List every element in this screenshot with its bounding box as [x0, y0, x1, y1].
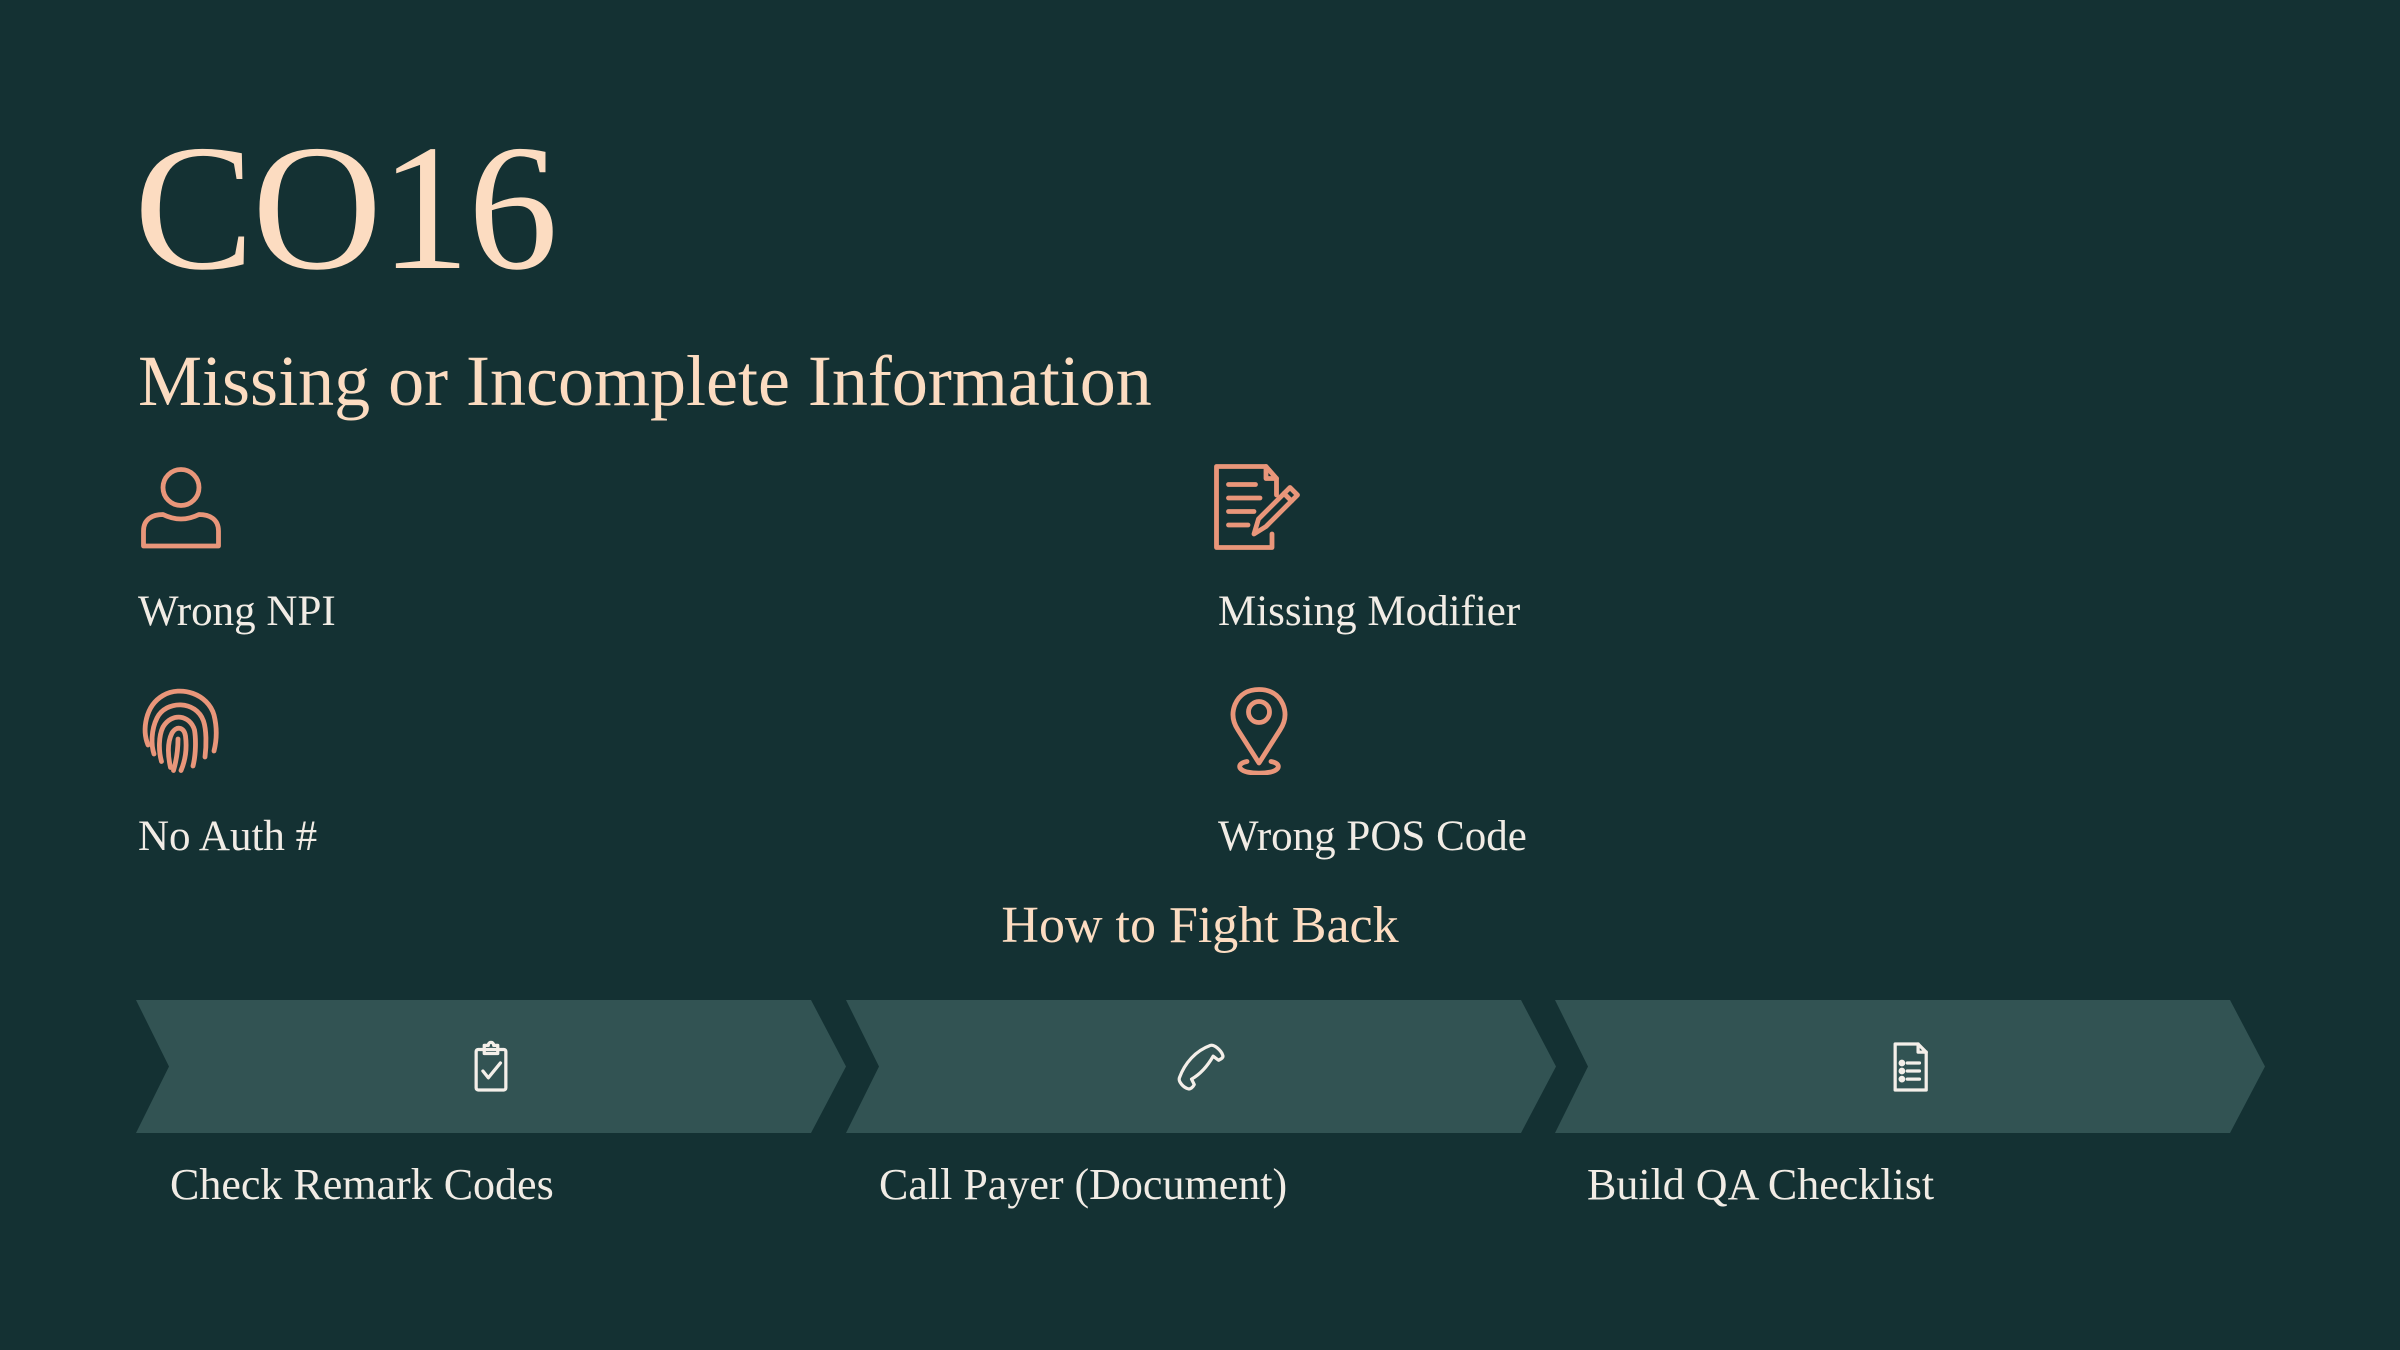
step-label-check-remark-codes: Check Remark Codes — [170, 1160, 554, 1209]
issue-label-missing-modifier: Missing Modifier — [1218, 588, 1521, 635]
document-edit-icon — [1212, 462, 1302, 552]
issue-label-wrong-npi: Wrong NPI — [138, 588, 336, 635]
issue-label-wrong-pos-code: Wrong POS Code — [1218, 813, 1527, 860]
step-label-call-payer: Call Payer (Document) — [879, 1160, 1288, 1209]
slide-title: CO16 — [134, 108, 558, 307]
fight-back-heading: How to Fight Back — [1001, 897, 1399, 954]
phone-icon — [1174, 1040, 1228, 1094]
checklist-document-icon — [1883, 1040, 1937, 1094]
issue-label-no-auth: No Auth # — [138, 813, 318, 860]
step-chevron-build-qa-checklist — [1555, 1000, 2265, 1133]
person-icon — [136, 462, 226, 552]
step-label-build-qa-checklist: Build QA Checklist — [1587, 1160, 1935, 1209]
slide-subtitle: Missing or Incomplete Information — [138, 341, 1152, 421]
step-chevron-call-payer — [846, 1000, 1556, 1133]
step-chevron-check-remark-codes — [136, 1000, 846, 1133]
fingerprint-icon — [136, 685, 226, 775]
clipboard-check-icon — [464, 1040, 518, 1094]
location-pin-icon — [1214, 685, 1304, 776]
